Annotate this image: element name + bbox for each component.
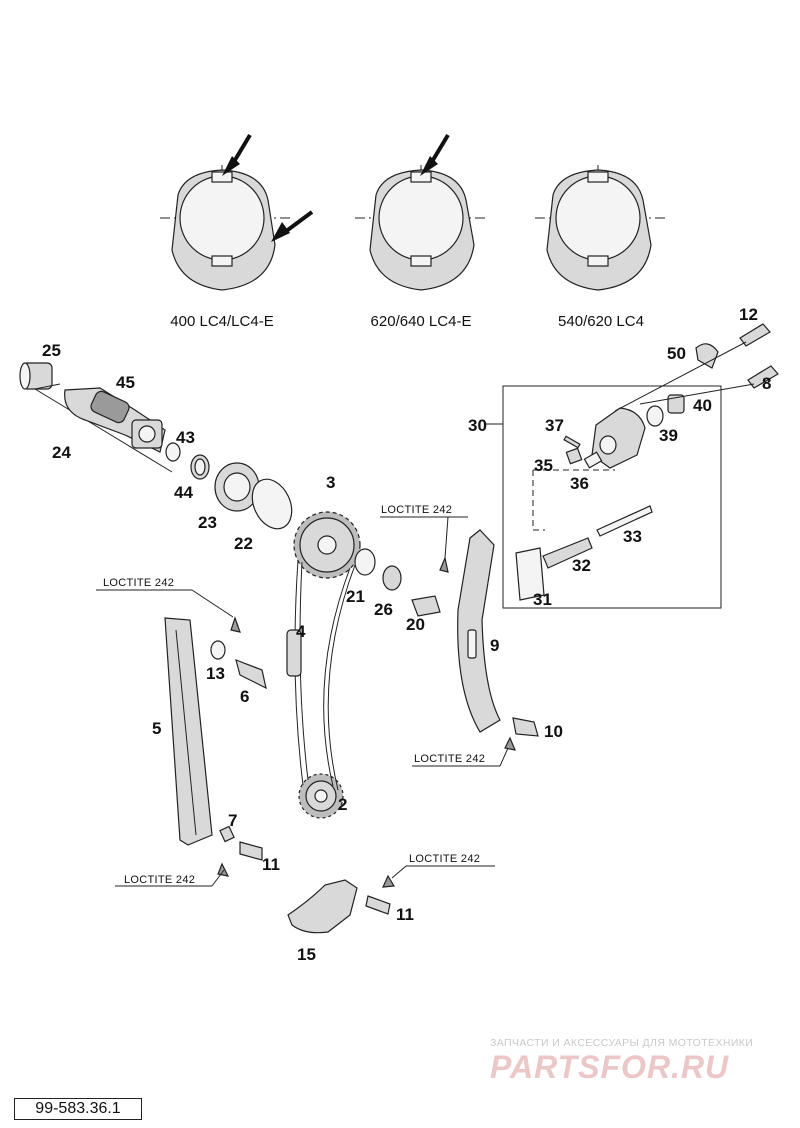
camshaft-sprocket <box>293 511 361 579</box>
watermark-brand: PARTSFOR.RU <box>490 1049 729 1085</box>
variant-caption: 620/640 LC4-E <box>371 313 472 330</box>
loctite-label: LOCTITE 242 <box>381 504 452 516</box>
arrow-icon <box>420 156 438 176</box>
part-number: 20 <box>406 615 425 634</box>
variant-620-lc4e-view: 620/640 LC4-E <box>355 133 485 330</box>
part-number: 5 <box>152 719 161 738</box>
part-number: 44 <box>174 483 193 502</box>
part-number: 26 <box>374 600 393 619</box>
variant-400-lc4-view: 400 LC4/LC4-E <box>160 133 314 330</box>
part-number: 7 <box>228 811 237 830</box>
part-number: 37 <box>545 416 564 435</box>
tensioning-rail <box>457 529 501 733</box>
part-number: 3 <box>326 473 335 492</box>
part-number: 39 <box>659 426 678 445</box>
part-number-callouts: 25 45 24 43 44 23 22 3 21 26 20 4 13 6 5… <box>42 305 771 964</box>
loctite-label: LOCTITE 242 <box>103 577 174 589</box>
part-number: 40 <box>693 396 712 415</box>
part-number: 35 <box>534 456 553 475</box>
loctite-label: LOCTITE 242 <box>409 853 480 865</box>
variant-540-lc4-view: 540/620 LC4 <box>535 165 665 330</box>
part-number: 15 <box>297 945 316 964</box>
watermark: ЗАПЧАСТИ И АКСЕССУАРЫ ДЛЯ МОТОТЕХНИКИ PA… <box>490 1037 753 1085</box>
arrow-icon <box>222 156 240 176</box>
variant-caption: 400 LC4/LC4-E <box>170 313 273 330</box>
camshaft-assembly <box>19 362 293 530</box>
tensioner-assembly <box>485 385 722 609</box>
part-number: 50 <box>667 344 686 363</box>
part-number: 21 <box>346 587 365 606</box>
part-number: 23 <box>198 513 217 532</box>
loctite-label: LOCTITE 242 <box>124 874 195 886</box>
part-number: 10 <box>544 722 563 741</box>
part-number: 2 <box>338 795 347 814</box>
part-number: 11 <box>262 855 280 874</box>
part-number: 32 <box>572 556 591 575</box>
arrow-icon <box>283 210 314 234</box>
part-number: 22 <box>234 534 253 553</box>
loctite-label: LOCTITE 242 <box>414 753 485 765</box>
arrow-icon <box>271 222 290 242</box>
loctite-callouts: LOCTITE 242 LOCTITE 242 LOCTITE 242 LOCT… <box>96 504 509 887</box>
part-number: 45 <box>116 373 135 392</box>
timing-drive <box>164 511 539 934</box>
part-number: 31 <box>533 590 552 609</box>
part-number: 24 <box>52 443 71 462</box>
variant-views: 400 LC4/LC4-E 620/640 LC4-E 540/620 LC4 <box>160 133 665 330</box>
part-number: 13 <box>206 664 225 683</box>
part-number: 11 <box>396 905 414 924</box>
crankshaft-sprocket <box>298 773 344 819</box>
part-number: 4 <box>296 622 306 641</box>
upper-right-fasteners <box>614 323 779 412</box>
watermark-tagline: ЗАПЧАСТИ И АКСЕССУАРЫ ДЛЯ МОТОТЕХНИКИ <box>490 1037 753 1049</box>
guide-rail <box>164 617 213 846</box>
part-number: 36 <box>570 474 589 493</box>
variant-caption: 540/620 LC4 <box>558 313 644 330</box>
part-number: 43 <box>176 428 195 447</box>
part-number: 9 <box>490 636 499 655</box>
part-number: 8 <box>762 374 771 393</box>
part-number: 33 <box>623 527 642 546</box>
part-number: 25 <box>42 341 61 360</box>
part-number: 12 <box>739 305 758 324</box>
part-number: 6 <box>240 687 249 706</box>
figure-code: 99-583.36.1 <box>14 1098 142 1120</box>
part-number: 30 <box>468 416 487 435</box>
